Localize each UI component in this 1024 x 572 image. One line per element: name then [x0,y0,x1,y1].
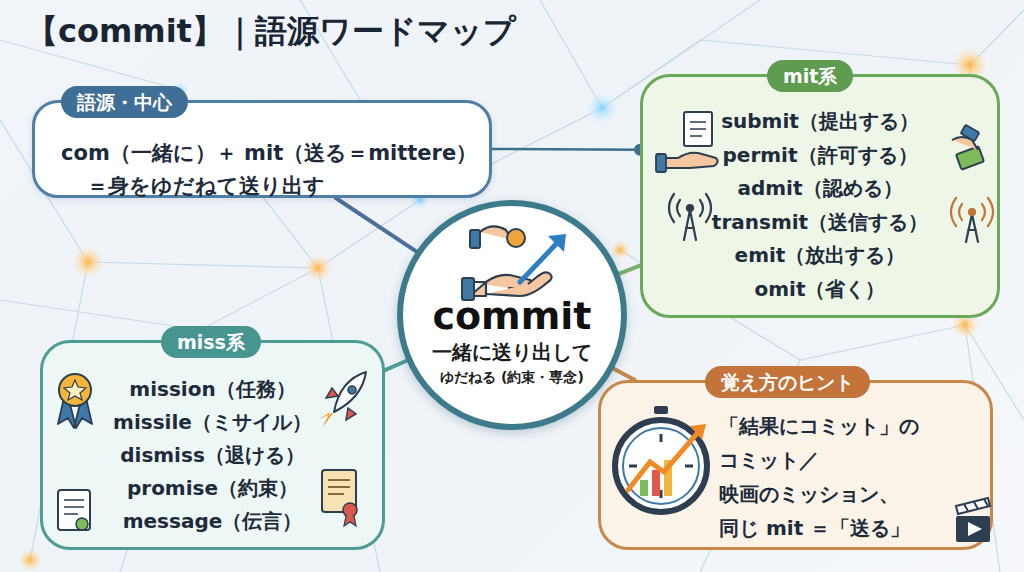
center-note: ゆだねる (約束・専念) [403,366,621,388]
word-item: emit（放出する） [643,239,997,273]
word-group-box: miss系mission（任務）missile（ミサイル）dismiss（退ける… [40,340,385,550]
connector-line [336,198,416,251]
money-hand-icon [952,125,984,170]
center-word: commit [403,294,621,338]
word-item: mission（任務） [43,373,382,406]
rocket-icon [318,372,366,428]
map-title: 【commit】｜語源ワードマップ [26,10,516,54]
heading-pill: 語源・中心 [61,86,188,118]
word-item: dismiss（退ける） [43,439,382,472]
document-hand-icon [656,112,718,172]
hand-coin-icon [462,226,566,300]
heading-pill: 覚え方のヒント [705,366,870,398]
word-item: missile（ミサイル） [43,406,382,439]
stopwatch-chart-icon [615,406,707,512]
antenna-icon [951,198,993,242]
word-item: promise（約束） [43,472,382,505]
word-item: transmit（送信する） [643,206,997,240]
word-item: omit（省く） [643,273,997,307]
connector-line [385,361,407,370]
word-group-box: mit系submit（提出する）permit（許可する）admit（認める）tr… [640,74,1000,318]
certificate-icon [58,490,90,530]
word-item: admit（認める） [643,172,997,206]
body-text: com（一緒に）＋ mit（送る＝mittere） ＝身をゆだねて送り出す [61,137,479,203]
body-text: 「結果にコミット」の コミット／ 映画のミッション、 同じ mit ＝「送る」 [719,409,941,545]
medal-icon [58,374,92,428]
clapperboard-icon [956,498,990,542]
center-meaning: 一緒に送り出して [403,338,621,366]
scroll-icon [322,470,357,526]
heading-pill: miss系 [161,326,261,358]
origin-box: 語源・中心com（一緒に）＋ mit（送る＝mittere） ＝身をゆだねて送り… [32,100,492,198]
word-item: permit（許可する） [643,139,997,173]
connector-line [614,369,635,380]
word-item: submit（提出する） [643,105,997,139]
antenna-icon [669,194,711,240]
heading-pill: mit系 [767,60,853,92]
connector-line [492,148,640,151]
connector-line [619,266,640,274]
hint-box: 覚え方のヒント「結果にコミット」の コミット／ 映画のミッション、 同じ mit… [598,380,993,550]
center-circle: commit一緒に送り出してゆだねる (約束・専念) [397,200,627,430]
word-item: message（伝言） [43,505,382,538]
